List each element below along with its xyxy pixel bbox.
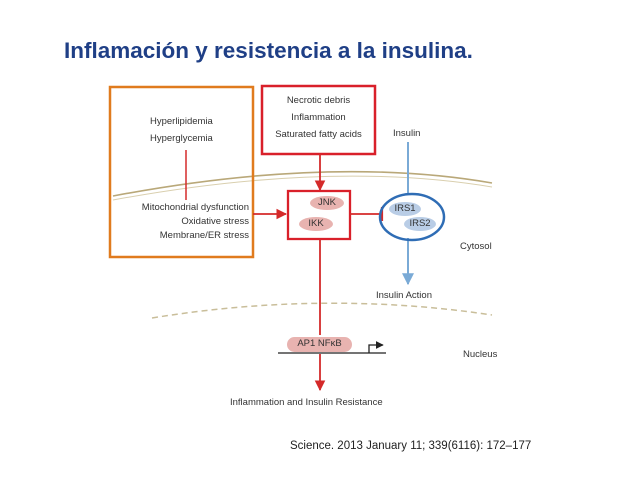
mitochondrial-dysfunction-label: Mitochondrial dysfunction (141, 202, 249, 213)
jnk-pill (310, 196, 344, 210)
ikk-label: IKK (308, 218, 324, 229)
cell-membrane-inner (112, 175, 493, 201)
stress-box (108, 85, 255, 259)
jnk-label: JNK (318, 197, 336, 208)
kinase-box (286, 189, 352, 241)
citation: Science. 2013 January 11; 339(6116): 172… (290, 440, 532, 452)
ikk-pill (299, 217, 333, 231)
irs2-pill (404, 217, 436, 231)
irs1-label: IRS1 (394, 203, 416, 214)
outcome-label: Inflammation and Insulin Resistance (230, 397, 383, 408)
hyperlipidemia-label: Hyperlipidemia (150, 116, 213, 127)
cell-membrane (112, 170, 493, 197)
membrane-er-stress-label: Membrane/ER stress (159, 230, 249, 241)
irs-circle (378, 192, 446, 242)
inflammation-label: Inflammation (291, 112, 346, 123)
necrotic-debris-label: Necrotic debris (286, 95, 351, 106)
inflammation-box (260, 84, 377, 156)
hyperglycemia-label: Hyperglycemia (150, 133, 213, 144)
nuclear-membrane (151, 302, 493, 319)
ap1-nfkb-label: AP1 NFκB (297, 338, 342, 349)
insulin-label: Insulin (393, 128, 421, 139)
promoter-arrow (368, 341, 384, 353)
transcription-factor-pill (287, 337, 352, 352)
insulin-action-label: Insulin Action (376, 290, 432, 301)
irs1-pill (389, 202, 421, 216)
cytosol-label: Cytosol (460, 241, 492, 252)
saturated-fatty-acids-label: Saturated fatty acids (275, 129, 362, 140)
slide-title: Inflamación y resistencia a la insulina. (64, 38, 473, 63)
irs2-label: IRS2 (409, 218, 431, 229)
oxidative-stress-label: Oxidative stress (181, 216, 249, 227)
nucleus-label: Nucleus (463, 349, 498, 360)
